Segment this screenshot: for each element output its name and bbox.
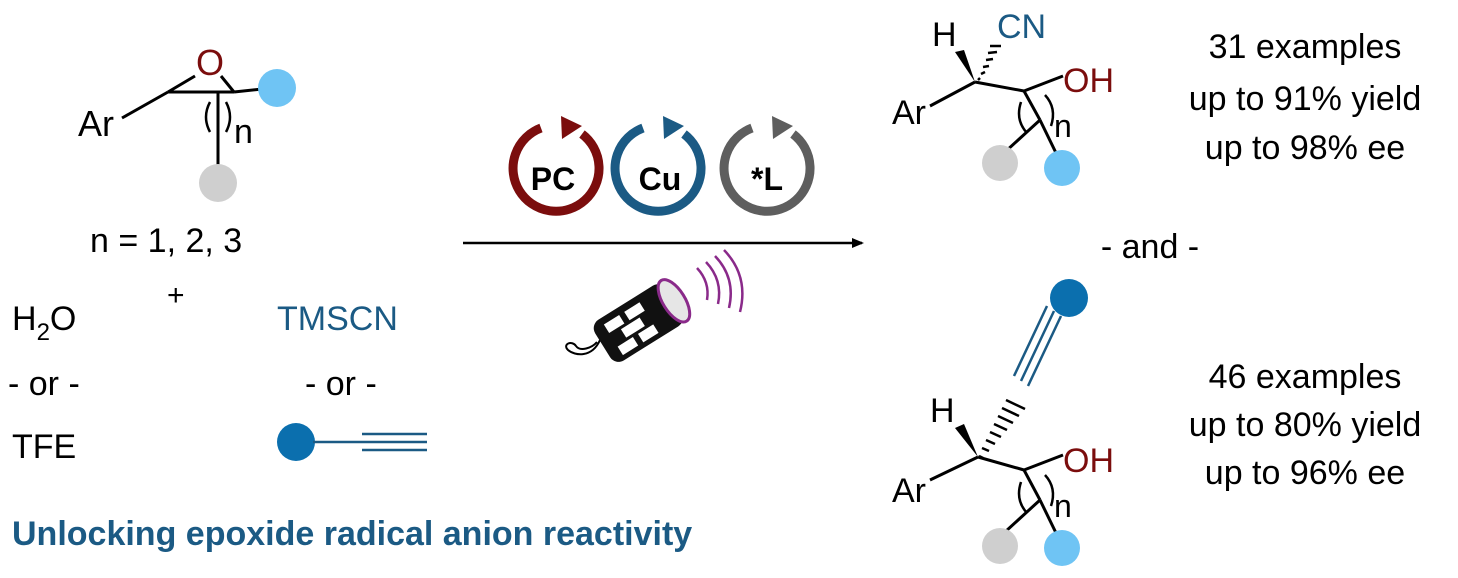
bond-to-gray [1003, 498, 1042, 534]
product1-oh-label: OH [1063, 62, 1114, 100]
cycle-arc-pc [508, 123, 604, 216]
product1-cn-label: CN [997, 8, 1046, 46]
catalyst-label-pc: PC [531, 161, 575, 197]
wedge-bond-h [955, 424, 978, 457]
bond-c-ar [929, 455, 979, 482]
product1-examples: 31 examples [1209, 28, 1402, 66]
catalyst-label-cu: Cu [639, 161, 682, 197]
lamp-slot [603, 315, 625, 334]
product1-h-label: H [932, 16, 957, 54]
product1-blue-dot [1044, 150, 1080, 186]
product1-gray-dot [982, 145, 1018, 181]
light-wave [705, 261, 721, 305]
ring-bracket-left [1017, 101, 1028, 134]
ring-size-label: n [234, 113, 253, 151]
product2-alkyne-dot [1050, 279, 1088, 317]
ring-bracket-right [1044, 94, 1055, 127]
or-right: - or - [305, 365, 377, 403]
product2-examples: 46 examples [1209, 358, 1402, 396]
product2-h-label: H [930, 392, 955, 430]
wedge-bond-h [955, 50, 975, 82]
ring-bracket-left [1017, 481, 1028, 514]
epoxide-structure: Ar O n [78, 42, 296, 202]
product-nitrile-structure: H CN OH Ar n [892, 8, 1114, 186]
cycle-arrowhead-ligand [772, 116, 793, 139]
bond-c-c [977, 455, 1025, 472]
ring-bracket-right [1044, 474, 1055, 507]
plus-sign: + [167, 279, 185, 312]
substituent-gray-dot [199, 164, 237, 202]
alkyne-bond-c [1012, 305, 1049, 377]
catalyst-cycle-pc: PC [508, 116, 604, 216]
alkyne-dot [277, 423, 315, 461]
light-wave [696, 267, 709, 301]
ring-bracket-left [204, 101, 212, 133]
or-left: - or - [8, 365, 80, 403]
bond-c2-o [219, 75, 236, 93]
bond-ar-c1 [121, 90, 169, 120]
product2-stats: 46 examples up to 80% yield up to 96% ee [1189, 358, 1422, 492]
product1-yield: up to 91% yield [1189, 80, 1422, 118]
bond-c1-o [167, 74, 196, 94]
product2-ar-label: Ar [892, 472, 926, 510]
water-label: H2O [12, 300, 76, 346]
lamp-slot [624, 302, 645, 321]
bond-chain [1022, 469, 1042, 501]
product1-stats: 31 examples up to 91% yield up to 98% ee [1189, 28, 1422, 167]
cycle-arc-ligand [719, 123, 815, 216]
bond-to-gray [1003, 118, 1042, 154]
footer-tagline: Unlocking epoxide radical anion reactivi… [12, 515, 692, 553]
substituent-blue-dot [258, 69, 296, 107]
catalyst-label-ligand: *L [751, 161, 783, 197]
ring-size-values: n = 1, 2, 3 [90, 222, 242, 260]
product-alkyne-structure: H OH Ar n [892, 279, 1114, 566]
catalyst-cycle-ligand: *L [719, 116, 815, 216]
bond-chain [1022, 90, 1042, 121]
bond-c-oh [1023, 453, 1064, 472]
bond-to-blue [1038, 499, 1059, 536]
product2-oh-label: OH [1063, 442, 1114, 480]
product1-ee: up to 98% ee [1205, 129, 1405, 167]
bond-to-blue [1038, 119, 1059, 156]
lamp-lens [656, 278, 692, 324]
product1-n-label: n [1054, 108, 1072, 144]
cycle-arrowhead-cu [663, 116, 684, 139]
product2-blue-dot [1044, 530, 1080, 566]
lamp-slot [637, 324, 659, 343]
tmscn-label: TMSCN [277, 300, 398, 338]
cycle-arrowhead-pc [561, 116, 582, 139]
bond-c-ar [929, 80, 976, 108]
product2-gray-dot [982, 528, 1018, 564]
bond-c-oh [1023, 74, 1064, 93]
aryl-label: Ar [78, 103, 114, 144]
product2-ee: up to 96% ee [1205, 454, 1405, 492]
lamp-cord [565, 339, 601, 356]
lamp-icon [565, 249, 744, 362]
and-separator: - and - [1101, 228, 1199, 266]
lamp-slot [620, 317, 645, 338]
hash-bond-cn [977, 44, 1001, 81]
product2-yield: up to 80% yield [1189, 406, 1422, 444]
lamp-slot [617, 337, 639, 356]
alkyne-reagent [277, 423, 427, 461]
oxygen-label: O [196, 42, 224, 83]
alkyne-bond-a [1026, 315, 1063, 387]
product1-ar-label: Ar [892, 94, 926, 132]
product2-n-label: n [1054, 488, 1072, 524]
cycle-arc-cu [610, 123, 706, 216]
bond-c-c [974, 80, 1025, 93]
catalyst-cycle-cu: Cu [610, 116, 706, 216]
light-wave [723, 249, 744, 313]
ring-bracket-right [224, 101, 232, 133]
alkyne-bond-b [1019, 310, 1056, 382]
tfe-label: TFE [12, 428, 76, 466]
hash-bond-alkyne [978, 398, 1026, 460]
light-wave [714, 255, 732, 309]
